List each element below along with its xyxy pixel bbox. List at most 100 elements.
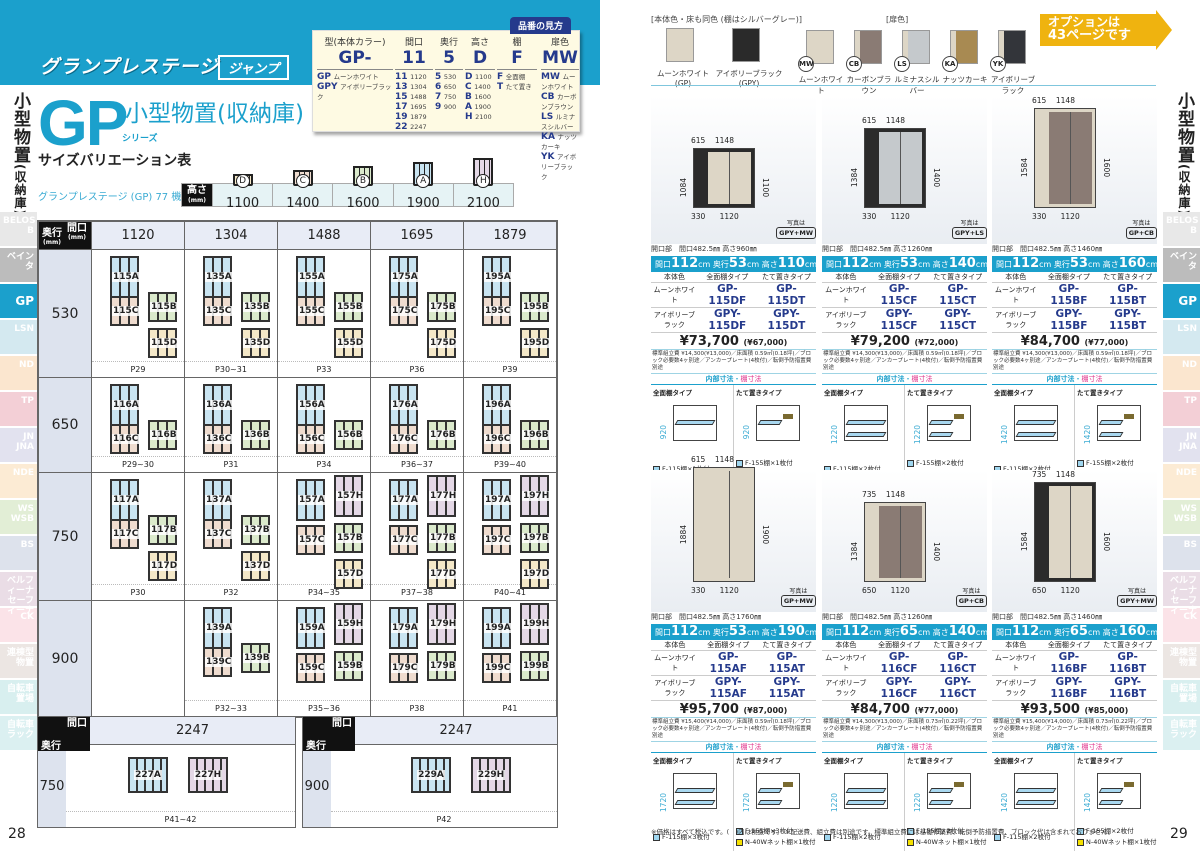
side-tab[interactable]: BS <box>1163 536 1200 570</box>
shed-model-179C[interactable]: 179C <box>389 653 419 683</box>
shed-model-116B[interactable]: 116B <box>148 420 178 450</box>
shed-model-159A[interactable]: 159A <box>296 607 326 649</box>
shed-model-135D[interactable]: 135D <box>241 328 272 358</box>
shed-model-159C[interactable]: 159C <box>296 653 326 683</box>
page-reference[interactable]: P39 <box>464 361 556 377</box>
shed-model-177H[interactable]: 177H <box>427 475 458 517</box>
shed-model-197D[interactable]: 197D <box>520 559 551 589</box>
shed-model-179H[interactable]: 179H <box>427 603 458 645</box>
shed-model-137D[interactable]: 137D <box>241 551 272 581</box>
side-tab[interactable]: 自転車ラック <box>1163 716 1200 750</box>
shed-model-175B[interactable]: 175B <box>427 292 457 322</box>
side-tab[interactable]: ND <box>0 356 37 390</box>
shed-model-139C[interactable]: 139C <box>203 647 233 677</box>
side-tab[interactable]: CK <box>0 608 37 642</box>
page-reference[interactable]: P35~36 <box>278 700 370 716</box>
shed-model-176A[interactable]: 176A <box>389 384 419 426</box>
shed-model-179A[interactable]: 179A <box>389 607 419 649</box>
side-tab[interactable]: BS <box>0 536 37 570</box>
shed-model-115A[interactable]: 115A <box>110 256 140 298</box>
side-tab[interactable]: ベルフィーナ セーフィーナ <box>0 572 37 616</box>
page-reference[interactable]: P30~31 <box>185 361 277 377</box>
shed-model-159H[interactable]: 159H <box>334 603 365 645</box>
shed-model-229H[interactable]: 229H <box>471 757 511 793</box>
shed-model-117A[interactable]: 117A <box>110 479 140 521</box>
shed-model-157H[interactable]: 157H <box>334 475 365 517</box>
shed-model-197A[interactable]: 197A <box>482 479 512 521</box>
shed-model-159B[interactable]: 159B <box>334 651 364 681</box>
shed-model-227H[interactable]: 227H <box>188 757 228 793</box>
page-reference[interactable]: P37~38 <box>371 584 463 600</box>
page-reference[interactable]: P30 <box>92 584 184 600</box>
page-reference[interactable]: P34~35 <box>278 584 370 600</box>
side-tab[interactable]: ND <box>1163 356 1200 390</box>
page-reference[interactable]: P32 <box>185 584 277 600</box>
shed-model-157D[interactable]: 157D <box>334 559 365 589</box>
side-tab[interactable]: GP <box>1163 284 1200 318</box>
shed-model-137C[interactable]: 137C <box>203 519 233 549</box>
shed-model-157C[interactable]: 157C <box>296 525 326 555</box>
side-tab[interactable]: CK <box>1163 608 1200 642</box>
shed-model-115C[interactable]: 115C <box>110 296 140 326</box>
page-reference[interactable]: P41 <box>464 700 556 716</box>
shed-model-117B[interactable]: 117B <box>148 515 178 545</box>
page-reference[interactable]: P36 <box>371 361 463 377</box>
shed-model-115B[interactable]: 115B <box>148 292 178 322</box>
page-reference[interactable]: P31 <box>185 456 277 472</box>
shed-model-177B[interactable]: 177B <box>427 523 457 553</box>
shed-model-195C[interactable]: 195C <box>482 296 512 326</box>
shed-model-116C[interactable]: 116C <box>110 424 140 454</box>
shed-model-176C[interactable]: 176C <box>389 424 419 454</box>
shed-model-137B[interactable]: 137B <box>241 515 271 545</box>
shed-model-195B[interactable]: 195B <box>520 292 550 322</box>
side-tab[interactable]: JN JNA <box>1163 428 1200 462</box>
side-tab[interactable]: NDE <box>0 464 37 498</box>
page-reference[interactable]: P42 <box>331 811 557 827</box>
shed-model-135A[interactable]: 135A <box>203 256 233 298</box>
page-reference[interactable]: P40~41 <box>464 584 556 600</box>
page-reference[interactable]: P32~33 <box>185 700 277 716</box>
shed-model-197B[interactable]: 197B <box>520 523 550 553</box>
side-tab[interactable]: GP <box>0 284 37 318</box>
shed-model-177C[interactable]: 177C <box>389 525 419 555</box>
shed-model-177A[interactable]: 177A <box>389 479 419 521</box>
shed-model-139B[interactable]: 139B <box>241 643 271 673</box>
side-tab[interactable]: 連棟型物置 <box>0 644 37 678</box>
side-tab[interactable]: TP <box>1163 392 1200 426</box>
side-tab[interactable]: BELOS B <box>1163 212 1200 246</box>
shed-model-157B[interactable]: 157B <box>334 523 364 553</box>
shed-model-136B[interactable]: 136B <box>241 420 271 450</box>
side-tab[interactable]: ベルフィーナ セーフィーナ <box>1163 572 1200 616</box>
side-tab[interactable]: 連棟型物置 <box>1163 644 1200 678</box>
side-tab[interactable]: WS WSB <box>1163 500 1200 534</box>
shed-model-196A[interactable]: 196A <box>482 384 512 426</box>
shed-model-195D[interactable]: 195D <box>520 328 551 358</box>
shed-model-155C[interactable]: 155C <box>296 296 326 326</box>
shed-model-175A[interactable]: 175A <box>389 256 419 298</box>
page-reference[interactable]: P36~37 <box>371 456 463 472</box>
shed-model-116A[interactable]: 116A <box>110 384 140 426</box>
shed-model-115D[interactable]: 115D <box>148 328 179 358</box>
shed-model-157A[interactable]: 157A <box>296 479 326 521</box>
shed-model-136C[interactable]: 136C <box>203 424 233 454</box>
shed-model-195A[interactable]: 195A <box>482 256 512 298</box>
shed-model-155A[interactable]: 155A <box>296 256 326 298</box>
side-tab[interactable]: LSN <box>0 320 37 354</box>
shed-model-199H[interactable]: 199H <box>520 603 551 645</box>
shed-model-229A[interactable]: 229A <box>411 757 451 793</box>
page-reference[interactable]: P29~30 <box>92 456 184 472</box>
page-reference[interactable]: P29 <box>92 361 184 377</box>
shed-model-156C[interactable]: 156C <box>296 424 326 454</box>
shed-model-176B[interactable]: 176B <box>427 420 457 450</box>
page-reference[interactable]: P39~40 <box>464 456 556 472</box>
side-tab[interactable]: ベインタ <box>0 248 37 282</box>
side-tab[interactable]: NDE <box>1163 464 1200 498</box>
side-tab[interactable]: ベインタ <box>1163 248 1200 282</box>
side-tab[interactable]: BELOS B <box>0 212 37 246</box>
side-tab[interactable]: TP <box>0 392 37 426</box>
shed-model-197C[interactable]: 197C <box>482 525 512 555</box>
shed-model-117D[interactable]: 117D <box>148 551 179 581</box>
shed-model-155B[interactable]: 155B <box>334 292 364 322</box>
side-tab[interactable]: 自転車ラック <box>0 716 37 750</box>
